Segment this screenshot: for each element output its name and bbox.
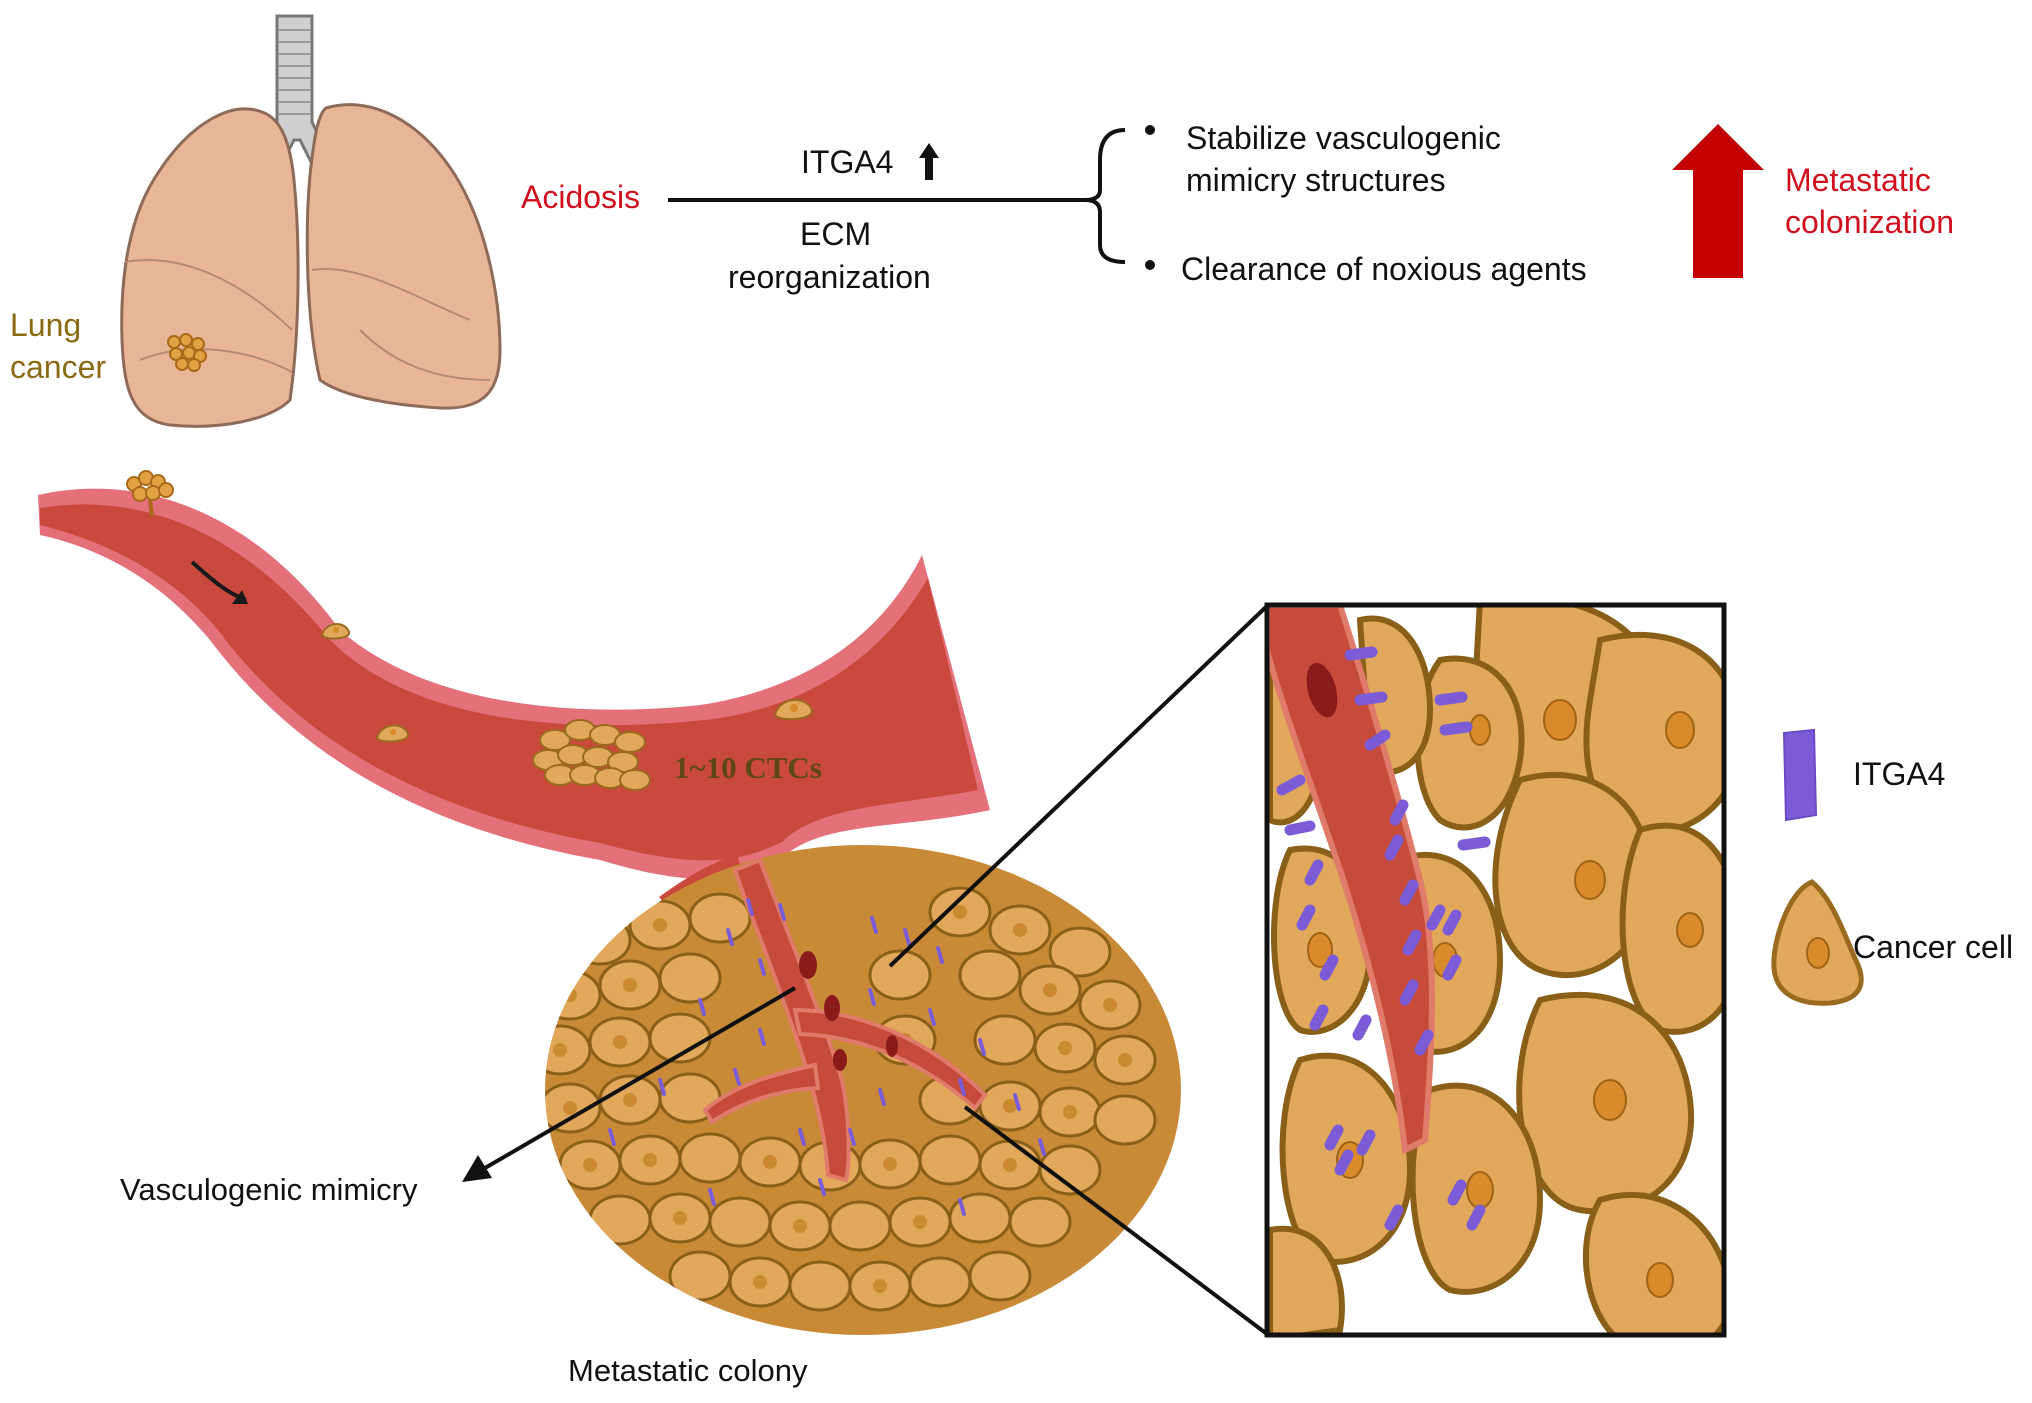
lung-label-line2: cancer <box>10 349 107 385</box>
ctc-label: 1~10 CTCs <box>674 750 822 785</box>
outcome-line1: Metastatic <box>1785 162 1931 198</box>
acidosis-label: Acidosis <box>521 179 641 215</box>
legend-itga4-label: ITGA4 <box>1853 756 1946 792</box>
ecm-label-line2: reorganization <box>728 259 931 295</box>
legend-itga4-icon <box>1782 728 1818 822</box>
itga4-marker-icon <box>1276 646 1491 1231</box>
itga4-marker-icon <box>608 898 1046 1216</box>
ctc-cells <box>320 623 813 791</box>
metastatic-colony <box>545 845 1181 1335</box>
right-lung <box>305 103 502 410</box>
tumor-icon <box>167 333 207 372</box>
ecm-label-line1: ECM <box>800 216 872 252</box>
lung-label-line1: Lung <box>10 307 82 343</box>
effect-1-line2: mimicry structures <box>1186 162 1446 198</box>
left-lung <box>120 107 300 428</box>
effect-2: Clearance of noxious agents <box>1181 251 1587 287</box>
effect-1-line1: Stabilize vasculogenic <box>1186 120 1501 156</box>
zoom-leader-lines <box>888 604 1269 1336</box>
itga4-label: ITGA4 <box>801 144 894 180</box>
vm-callout-arrow <box>462 986 797 1182</box>
metastatic-colony-label: Metastatic colony <box>568 1353 808 1388</box>
itga4-up-arrow-icon <box>919 143 939 180</box>
legend-cancer-cell-icon <box>1771 879 1864 1006</box>
outcome-line2: colonization <box>1785 204 1954 240</box>
bullet-2 <box>1145 260 1155 270</box>
zoom-inset <box>1264 602 1727 1338</box>
pathway-connector <box>668 128 1126 264</box>
bullet-1 <box>1145 125 1155 135</box>
vasculogenic-mimicry-label: Vasculogenic mimicry <box>120 1172 418 1207</box>
metastatic-up-arrow-icon <box>1672 124 1764 278</box>
lung-icon <box>120 14 502 428</box>
vasculogenic-channel <box>702 857 988 1183</box>
legend-cancer-cell-label: Cancer cell <box>1853 929 2014 965</box>
ctc-cluster <box>532 719 651 791</box>
